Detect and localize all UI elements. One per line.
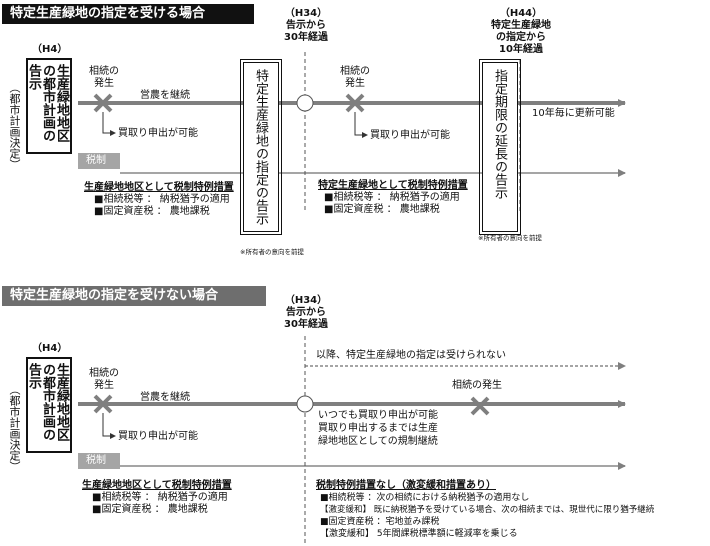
section2-title: 特定生産緑地の指定を受けない場合 <box>2 286 266 306</box>
kaitori-label-3: 買取り申出が可能 <box>118 431 198 442</box>
tax-heading-1: 生産緑地地区として税制特例措置 <box>84 182 234 193</box>
section1-title: 特定生産緑地の指定を受ける場合 <box>2 4 254 24</box>
until-label-2: 緑地地区としての規制継続 <box>318 436 438 447</box>
tax-2-d: 【激変緩和】 5年間課税標準額に軽減率を乗じる <box>320 529 518 539</box>
tax-2-c: ■固定資産税 ：宅地並み課税 <box>320 517 440 527</box>
encho-box: 指定期限の延長の告示 <box>479 59 521 235</box>
tax-b-1: ■固定資産税 ： 農地課税 <box>94 206 210 217</box>
cross-icon <box>345 93 365 113</box>
cross-icon <box>470 396 490 416</box>
h34-circle-2 <box>296 395 314 413</box>
zeisei-bar-2: 税制 <box>78 453 120 469</box>
inheritance-label-3: 相続の 発生 <box>89 368 119 391</box>
kokuji-box-2: 生産緑地地区の都市計画の告示 <box>26 357 72 453</box>
h44-label: （H44）特定生産緑地 の指定から 10年経過 <box>491 8 551 55</box>
tax-b-2: ■固定資産税 ： 農地課税 <box>324 204 440 215</box>
kaitori-label-1: 買取り申出が可能 <box>118 128 198 139</box>
h4-label: （H4） <box>32 44 68 55</box>
tax-heading-4: 税制特例措置なし（激変緩和措置あり） <box>316 480 496 491</box>
tax-heading-2: 特定生産緑地として税制特例措置 <box>318 180 468 191</box>
kaitori-label-2: 買取り申出が可能 <box>370 130 450 141</box>
tax-2-a: ■相続税等 ：次の相続における納税猶予の適用なし <box>320 493 530 503</box>
tax-a-2: ■相続税等 ： 納税猶予の適用 <box>324 192 460 203</box>
h34-label-2: （H34）告示から 30年経過 <box>284 295 328 330</box>
tax-heading-3: 生産緑地地区として税制特例措置 <box>82 480 232 491</box>
farming-label-2: 営農を継続 <box>140 392 190 403</box>
h34-label: （H34）告示から 30年経過 <box>284 8 328 43</box>
farming-label: 営農を継続 <box>140 90 190 101</box>
inheritance-label-1: 相続の 発生 <box>89 66 119 89</box>
h4-label-2: （H4） <box>32 343 68 354</box>
tax-b-3: ■固定資産税 ： 農地課税 <box>92 504 208 515</box>
tax-a-1: ■相続税等 ： 納税猶予の適用 <box>94 194 230 205</box>
h34-circle-1 <box>296 94 314 112</box>
inheritance-label-4: 相続の発生 <box>452 380 502 391</box>
toshi-keikaku-label-2: （都市計画決定） <box>8 384 21 472</box>
note-2: ※所有者の意向を前提 <box>478 234 542 242</box>
shitei-box: 特定生産緑地の指定の告示 <box>240 59 282 235</box>
tax-a-3: ■相続税等 ： 納税猶予の適用 <box>92 492 228 503</box>
kaitori-arrow-2 <box>354 112 368 138</box>
renewal-label: 10年毎に更新可能 <box>530 108 617 120</box>
toshi-keikaku-label: （都市計画決定） <box>8 82 21 170</box>
kaitori-arrow-1 <box>102 112 116 136</box>
cross-icon <box>93 93 113 113</box>
tax-2-b: 【激変緩和】 既に納税猶予を受けている場合、次の相続までは、現世代に限り猶予継続 <box>320 505 655 515</box>
cross-icon <box>93 394 113 414</box>
inheritance-label-2: 相続の 発生 <box>340 66 370 89</box>
kaitori-arrow-3 <box>102 413 116 439</box>
kokuji-box: 生産緑地地区の都市計画の告示 <box>26 58 72 154</box>
zeisei-bar-1: 税制 <box>78 153 120 169</box>
note-1: ※所有者の意向を前提 <box>240 248 304 256</box>
anytime-label: いつでも買取り申出が可能 <box>318 410 438 421</box>
not-designated-label: 以降、特定生産緑地の指定は受けられない <box>316 350 506 361</box>
until-label-1: 買取り申出するまでは生産 <box>318 423 438 434</box>
